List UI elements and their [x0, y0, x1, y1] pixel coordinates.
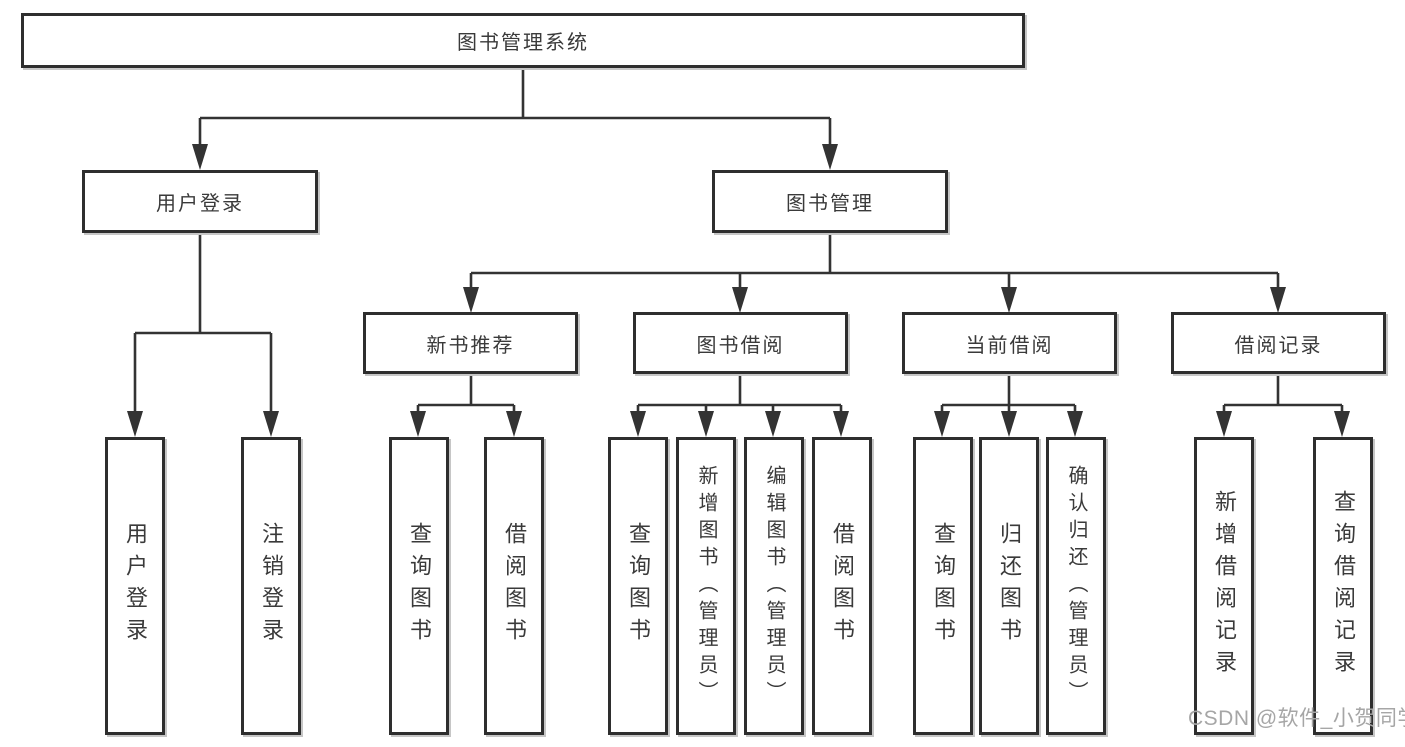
node-label: 注销登录 [259, 522, 284, 650]
node-borrowing-records: 借阅记录 [1171, 312, 1386, 374]
node-leaf-user-login: 用户登录 [105, 437, 165, 735]
node-label: 图书借阅 [696, 334, 785, 357]
arrowheads [127, 144, 1350, 437]
node-label: 查询图书 [931, 522, 956, 650]
node-label: 归还图书 [997, 522, 1022, 650]
node-label: 查询图书 [407, 522, 432, 650]
node-label: 新书推荐 [426, 334, 515, 357]
node-current-borrowing: 当前借阅 [902, 312, 1117, 374]
node-book-management: 图书管理 [712, 170, 948, 233]
node-label: 当前借阅 [965, 334, 1054, 357]
node-label: 新增图书（管理员） [695, 464, 717, 708]
node-leaf-logout: 注销登录 [241, 437, 301, 735]
node-label: 借阅图书 [830, 522, 855, 650]
node-leaf-add-borrow-record: 新增借阅记录 [1194, 437, 1254, 735]
node-label: 确认归还（管理员） [1065, 464, 1087, 708]
node-leaf-return-books: 归还图书 [979, 437, 1039, 735]
node-library-system-root: 图书管理系统 [21, 13, 1025, 68]
node-label: 用户登录 [156, 193, 244, 215]
node-label: 查询借阅记录 [1331, 490, 1356, 682]
node-leaf-query-books-3: 查询图书 [913, 437, 973, 735]
node-book-borrowing: 图书借阅 [633, 312, 848, 374]
node-leaf-query-books-2: 查询图书 [608, 437, 668, 735]
node-leaf-borrow-books-2: 借阅图书 [812, 437, 872, 735]
csdn-watermark: CSDN @软件_小贺同学 [1188, 707, 1405, 730]
node-leaf-confirm-return-admin: 确认归还（管理员） [1046, 437, 1106, 735]
node-leaf-query-books-1: 查询图书 [389, 437, 449, 735]
node-new-book-recommend: 新书推荐 [363, 312, 578, 374]
node-label: 查询图书 [626, 522, 651, 650]
node-label: 图书管理系统 [457, 32, 589, 54]
node-label: 用户登录 [123, 522, 148, 650]
node-leaf-borrow-books-1: 借阅图书 [484, 437, 544, 735]
node-leaf-query-borrow-record: 查询借阅记录 [1313, 437, 1373, 735]
node-label: 新增借阅记录 [1212, 490, 1237, 682]
node-label: 借阅记录 [1234, 334, 1323, 357]
node-leaf-edit-book-admin: 编辑图书（管理员） [744, 437, 804, 735]
node-label: 编辑图书（管理员） [763, 464, 785, 708]
node-user-login: 用户登录 [82, 170, 318, 233]
node-label: 借阅图书 [502, 522, 527, 650]
node-label: 图书管理 [786, 193, 874, 215]
node-leaf-add-book-admin: 新增图书（管理员） [676, 437, 736, 735]
